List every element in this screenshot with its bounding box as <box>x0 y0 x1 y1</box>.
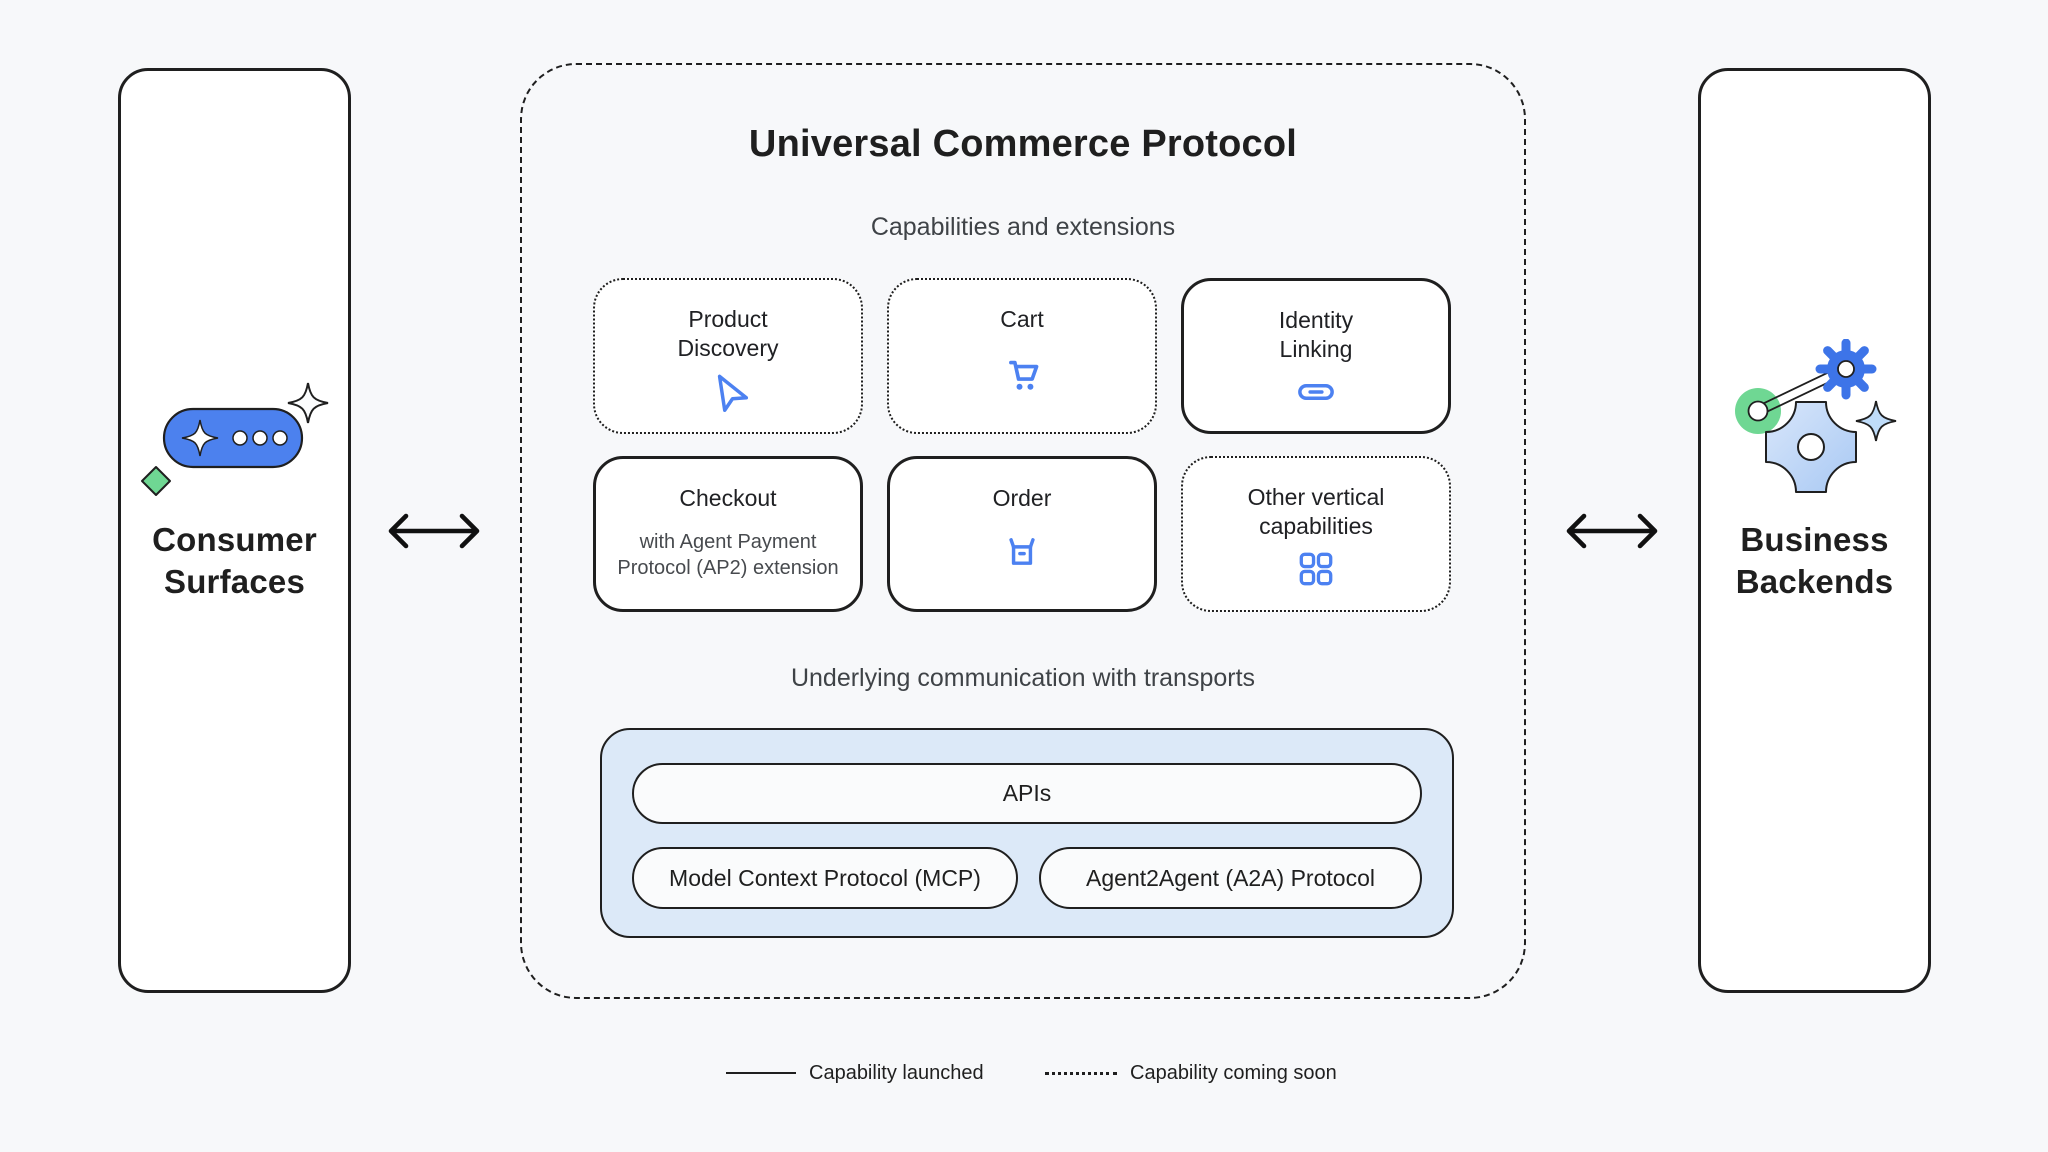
capability-cart: Cart <box>887 278 1157 434</box>
a2a-pill: Agent2Agent (A2A) Protocol <box>1039 847 1422 909</box>
capability-order: Order <box>887 456 1157 612</box>
grid-icon <box>1295 541 1337 590</box>
capability-label: Other vertical capabilities <box>1247 484 1385 539</box>
business-backends-panel: Business Backends <box>1698 68 1931 993</box>
apis-pill: APIs <box>632 763 1422 824</box>
link-icon <box>1294 364 1338 414</box>
gears-sparkle-icon <box>1726 338 1904 509</box>
bidirectional-arrow-left-icon <box>384 505 484 557</box>
capability-sublabel: with Agent Payment Protocol (AP2) extens… <box>617 531 839 579</box>
legend-item-launched: Capability launched <box>726 1060 984 1086</box>
legend-launched-label: Capability launched <box>809 1061 984 1084</box>
protocol-title: Universal Commerce Protocol <box>748 123 1298 165</box>
capability-product-discovery: Product Discovery <box>593 278 863 434</box>
capability-other-vertical: Other vertical capabilities <box>1181 456 1451 612</box>
solid-line-icon <box>726 1072 796 1074</box>
transport-pill-row: Model Context Protocol (MCP) Agent2Agent… <box>632 847 1422 909</box>
cart-icon <box>999 334 1045 412</box>
capability-checkout: Checkout with Agent Payment Protocol (AP… <box>593 456 863 612</box>
navigation-icon <box>706 363 750 413</box>
legend-coming-soon-label: Capability coming soon <box>1130 1061 1337 1084</box>
consumer-surfaces-panel: Consumer Surfaces <box>118 68 351 993</box>
capability-label: Identity Linking <box>1278 307 1354 362</box>
consumer-surfaces-label: Consumer Surfaces <box>152 521 317 600</box>
capability-label: Product Discovery <box>677 306 779 361</box>
order-box-icon <box>999 513 1045 589</box>
capability-label: Checkout <box>679 485 777 511</box>
dotted-line-icon <box>1045 1071 1117 1075</box>
legend-item-coming-soon: Capability coming soon <box>1045 1060 1337 1086</box>
capabilities-heading: Capabilities and extensions <box>870 213 1176 241</box>
capability-label: Cart <box>1000 306 1044 332</box>
universal-commerce-protocol-box: Universal Commerce Protocol Capabilities… <box>520 63 1526 999</box>
business-backends-label: Business Backends <box>1735 521 1894 600</box>
capabilities-grid: Product Discovery Cart <box>593 278 1451 612</box>
transport-container: APIs Model Context Protocol (MCP) Agent2… <box>600 728 1454 938</box>
mcp-pill: Model Context Protocol (MCP) <box>632 847 1018 909</box>
capability-label: Order <box>992 485 1052 511</box>
bidirectional-arrow-right-icon <box>1562 505 1662 557</box>
chat-sparkle-icon <box>140 377 330 510</box>
capability-identity-linking: Identity Linking <box>1181 278 1451 434</box>
transports-heading: Underlying communication with transports <box>790 664 1256 692</box>
